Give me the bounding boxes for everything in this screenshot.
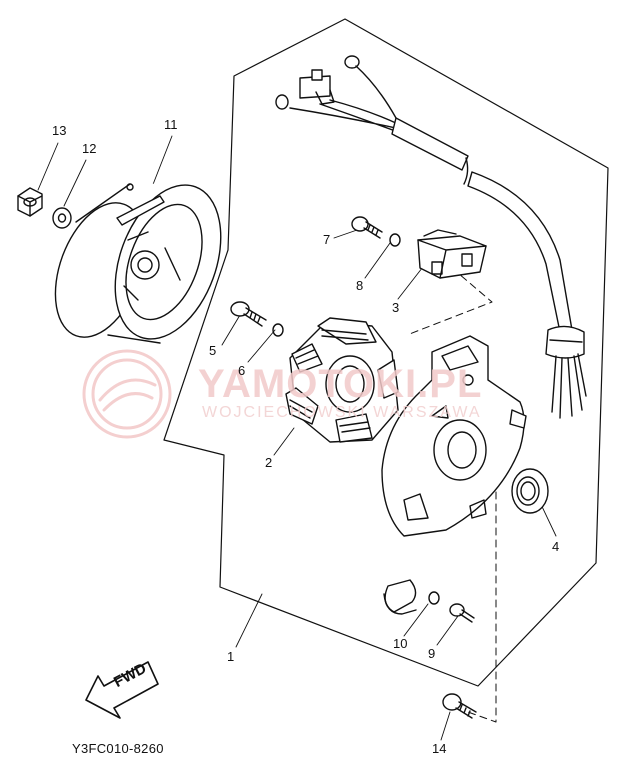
nut-13: [17, 187, 43, 217]
watermark-subtext: WOJCIECHOWSKI WARSZAWA: [202, 404, 482, 421]
lock-washer-6: [272, 323, 284, 337]
fwd-arrow-icon: [85, 661, 159, 719]
leader-lines: [37, 135, 557, 741]
callout-12: 12: [82, 141, 97, 156]
callout-13: 13: [52, 123, 67, 138]
watermark-logo: [82, 349, 172, 439]
callout-1: 1: [227, 649, 235, 664]
stator-coil-2: [285, 317, 399, 443]
callout-6: 6: [238, 363, 246, 378]
watermark-text: YAMOTOKI.PL: [198, 362, 483, 406]
callout-11: 11: [164, 117, 178, 132]
screw-7: [351, 216, 383, 239]
callout-9: 9: [428, 646, 436, 661]
callout-3: 3: [392, 300, 400, 315]
callout-4: 4: [552, 539, 560, 554]
wire-harness: [275, 55, 587, 419]
stator-base-plate-1: [381, 335, 527, 537]
callout-10: 10: [393, 636, 408, 651]
diagram-code: Y3FC010-8260: [72, 741, 164, 756]
oil-seal-4: [511, 468, 549, 514]
dashed-assembly-lines: [406, 267, 497, 723]
washer-12: [52, 207, 72, 229]
screw-5: [230, 301, 267, 327]
bolt-14: [442, 693, 477, 719]
callout-2: 2: [265, 455, 273, 470]
callout-8: 8: [356, 278, 364, 293]
callout-5: 5: [209, 343, 217, 358]
lock-washer-8: [389, 233, 401, 247]
screw-9: [449, 603, 475, 623]
pickup-coil-3: [417, 229, 487, 279]
flywheel-rotor-11: [54, 183, 222, 346]
callout-14: 14: [432, 741, 447, 756]
callout-7: 7: [323, 232, 331, 247]
clamp-10: [383, 579, 440, 615]
assembly-outline: [163, 18, 609, 687]
